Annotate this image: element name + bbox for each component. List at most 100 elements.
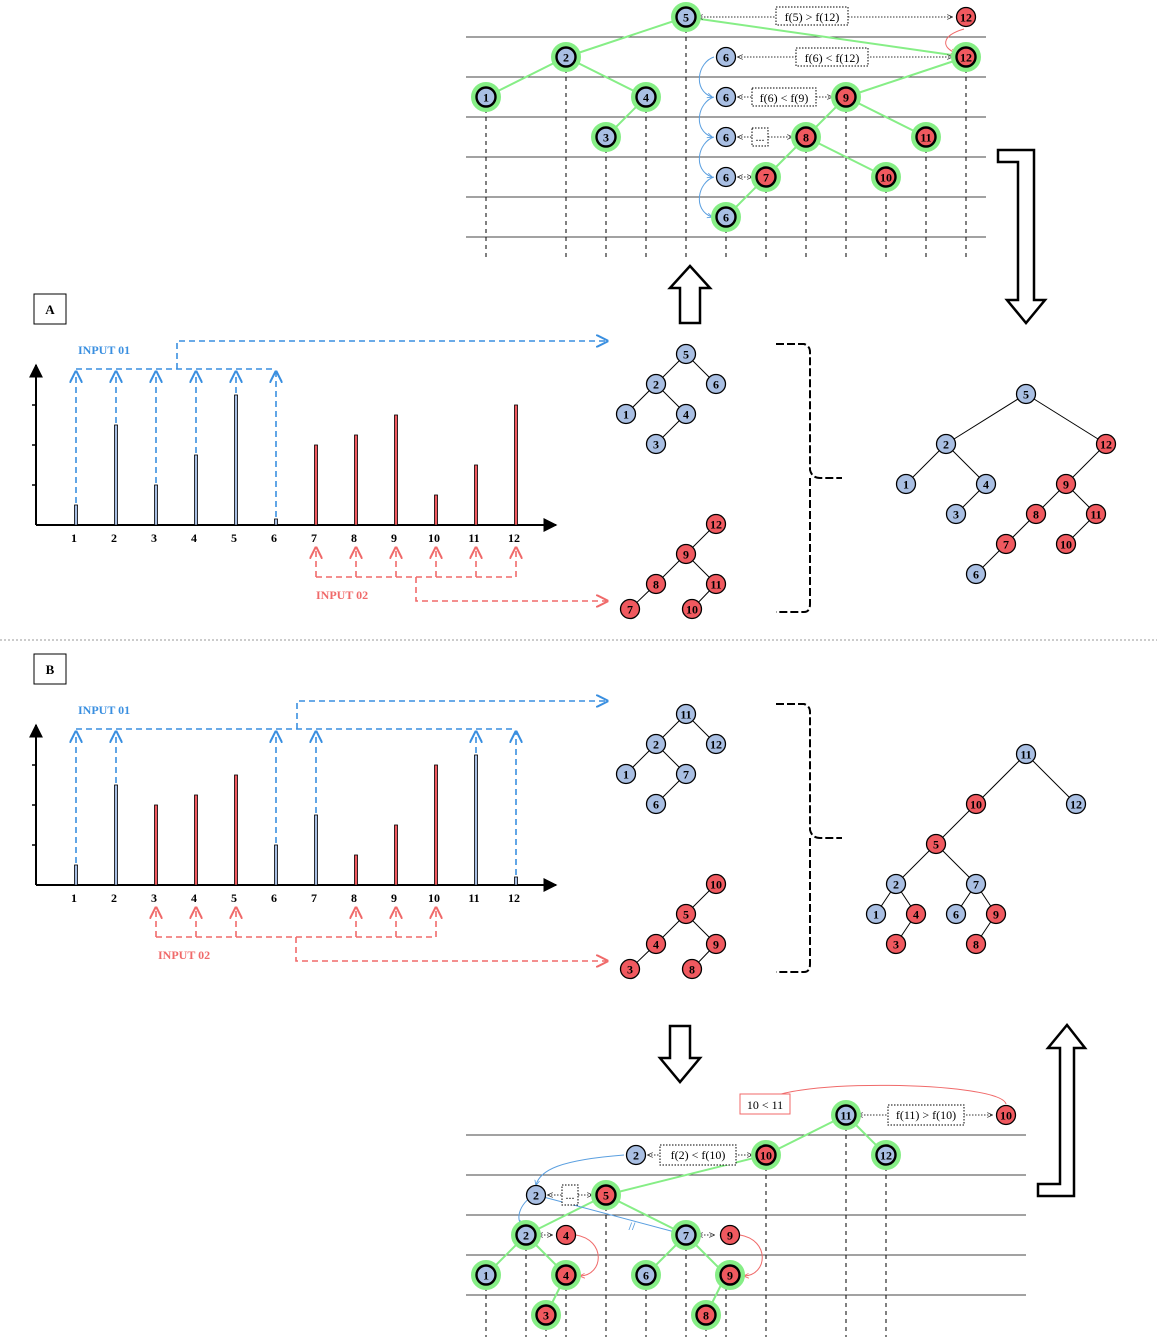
tree-node-10: 10 (681, 598, 703, 620)
tree-node-5: 5 (1015, 383, 1037, 405)
tree-node-1: 1 (895, 473, 917, 495)
tree-node-3: 3 (885, 933, 907, 955)
tree-node-8: 8 (965, 933, 987, 955)
tree-node-4: 4 (675, 403, 697, 425)
node-label: 3 (893, 938, 899, 952)
tree-node-12: 12 (1095, 433, 1117, 455)
compare-label-b1: 10 < 11 (747, 1098, 783, 1112)
tree-node-6: 6 (715, 166, 737, 188)
down-arrow-b (657, 1024, 703, 1084)
node-label: 4 (983, 478, 989, 492)
node-label: 8 (703, 1309, 709, 1323)
up-left-arrow-b (1036, 1023, 1088, 1198)
panel-a-label-box (33, 293, 67, 325)
node-label: 3 (603, 131, 609, 145)
node-label: 4 (653, 938, 659, 952)
node-label: 9 (1063, 478, 1069, 492)
bar-6 (274, 844, 278, 886)
tree-node-1: 1 (471, 82, 501, 112)
x-tick-1: 1 (71, 891, 77, 905)
node-label: 2 (943, 438, 949, 452)
up-arrow-a (667, 264, 713, 325)
node-label: 4 (913, 908, 919, 922)
tree-node-9: 9 (985, 903, 1007, 925)
node-label: 8 (803, 131, 809, 145)
tree-node-5: 5 (591, 1180, 621, 1210)
node-label: 3 (653, 438, 659, 452)
node-label: 2 (533, 1189, 539, 1203)
bar-2 (114, 424, 118, 526)
x-tick-11: 11 (468, 531, 479, 545)
tree-node-12: 12 (1065, 793, 1087, 815)
x-tick-5: 5 (231, 891, 237, 905)
node-label: 2 (563, 51, 569, 65)
tree-node-8: 8 (645, 573, 667, 595)
bar-11 (474, 754, 478, 886)
node-label: 5 (933, 838, 939, 852)
node-label: 5 (603, 1189, 609, 1203)
tree-node-10: 10 (871, 162, 901, 192)
tree-node-7: 7 (675, 763, 697, 785)
node-label: 10 (970, 798, 982, 812)
node-label: 3 (627, 963, 633, 977)
compare-box-b1 (739, 1093, 791, 1115)
bar-11 (474, 464, 478, 526)
bar-8 (354, 854, 358, 886)
compare-label-b3: f(2) < f(10) (671, 1148, 726, 1162)
panel-a-label: A (45, 302, 55, 317)
compare-box-b2 (887, 1104, 965, 1126)
bar-7 (314, 444, 318, 526)
bar-5 (234, 394, 238, 526)
node-label: 6 (713, 378, 719, 392)
tree-node-9: 9 (1055, 473, 1077, 495)
node-label: 11 (1020, 748, 1031, 762)
tree-node-3: 3 (591, 122, 621, 152)
bar-1 (74, 504, 78, 526)
x-tick-1: 1 (71, 531, 77, 545)
compare-label-a3: f(6) < f(9) (760, 91, 809, 105)
compare-label-b4: ... (566, 1188, 575, 1202)
tree-node-7: 7 (995, 533, 1017, 555)
x-tick-9: 9 (391, 891, 397, 905)
node-label: 11 (840, 1109, 851, 1123)
tree-node-8: 8 (681, 958, 703, 980)
x-tick-3: 3 (151, 891, 157, 905)
x-tick-8: 8 (351, 891, 357, 905)
tree-node-2: 2 (625, 1144, 647, 1166)
tree-node-4: 4 (631, 82, 661, 112)
node-label: 9 (843, 91, 849, 105)
node-label: 10 (880, 171, 892, 185)
x-tick-9: 9 (391, 531, 397, 545)
panel-a-level-diagram: f(5) > f(12) f(6) < f(12) f(6) < f(9) ..… (466, 2, 986, 258)
tree-node-4: 4 (905, 903, 927, 925)
compare-label-a1: f(5) > f(12) (785, 10, 840, 24)
compare-box-b4 (561, 1184, 579, 1206)
bar-10 (434, 494, 438, 526)
bar-8 (354, 434, 358, 526)
tree-node-1: 1 (615, 763, 637, 785)
bar-9 (394, 414, 398, 526)
merge-brace-b (776, 703, 842, 973)
tree-node-4: 4 (551, 1260, 581, 1290)
tree-node-9: 9 (719, 1224, 741, 1246)
node-label: 10 (1060, 538, 1072, 552)
input2-label: INPUT 02 (316, 588, 368, 602)
bar-4 (194, 454, 198, 526)
node-label: 6 (953, 908, 959, 922)
tree-node-11: 11 (675, 703, 697, 725)
bar-4 (194, 794, 198, 886)
node-label: 6 (973, 568, 979, 582)
node-label: 6 (723, 91, 729, 105)
node-label: 7 (763, 171, 769, 185)
tree-node-5: 5 (675, 343, 697, 365)
tree-node-2: 2 (525, 1184, 547, 1206)
input1-label: INPUT 01 (78, 343, 130, 357)
node-label: 11 (920, 131, 931, 145)
bar-10 (434, 764, 438, 886)
x-tick-10: 10 (428, 531, 440, 545)
down-right-arrow-a (996, 148, 1048, 325)
x-tick-11: 11 (468, 891, 479, 905)
